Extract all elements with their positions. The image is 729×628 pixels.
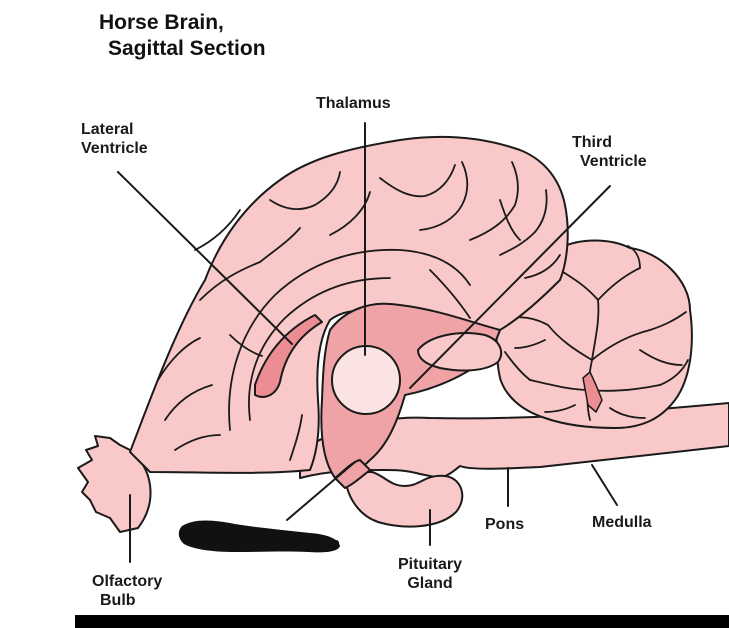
third-ventricle-shape: [417, 332, 503, 372]
pituitary-gland-shape: [344, 471, 464, 528]
label-pons: Pons: [485, 516, 525, 533]
label-third-ventricle: Third Ventricle: [572, 134, 647, 170]
thalamus-shape: [331, 345, 401, 415]
olfactory-bulb-shape: [77, 435, 152, 533]
label-medulla: Medulla: [592, 514, 652, 531]
cerebrum: [129, 135, 569, 474]
cerebellar-fissure: [582, 371, 603, 413]
title-line-1: Horse Brain,: [99, 11, 224, 34]
bottom-bar: [75, 615, 729, 628]
label-olfactory-bulb: Olfactory Bulb: [92, 573, 163, 609]
pointer-lateral-ventricle: [117, 171, 293, 345]
label-thalamus: Thalamus: [316, 95, 391, 112]
redaction-mark-stroke: [185, 526, 339, 546]
lateral-ventricle-shape: [254, 314, 323, 398]
label-pituitary-gland: Pituitary Gland: [398, 556, 463, 592]
label-pointers: [117, 122, 618, 563]
title-line-2: Sagittal Section: [108, 37, 266, 60]
label-lateral-ventricle: Lateral Ventricle: [81, 121, 148, 157]
pointer-hypothalamus: [286, 461, 356, 521]
diagram-title: Horse Brain, Sagittal Section: [99, 10, 266, 62]
pointer-medulla: [591, 464, 618, 506]
cerebral-gyri: [157, 161, 561, 461]
pointer-third-ventricle: [409, 185, 611, 389]
